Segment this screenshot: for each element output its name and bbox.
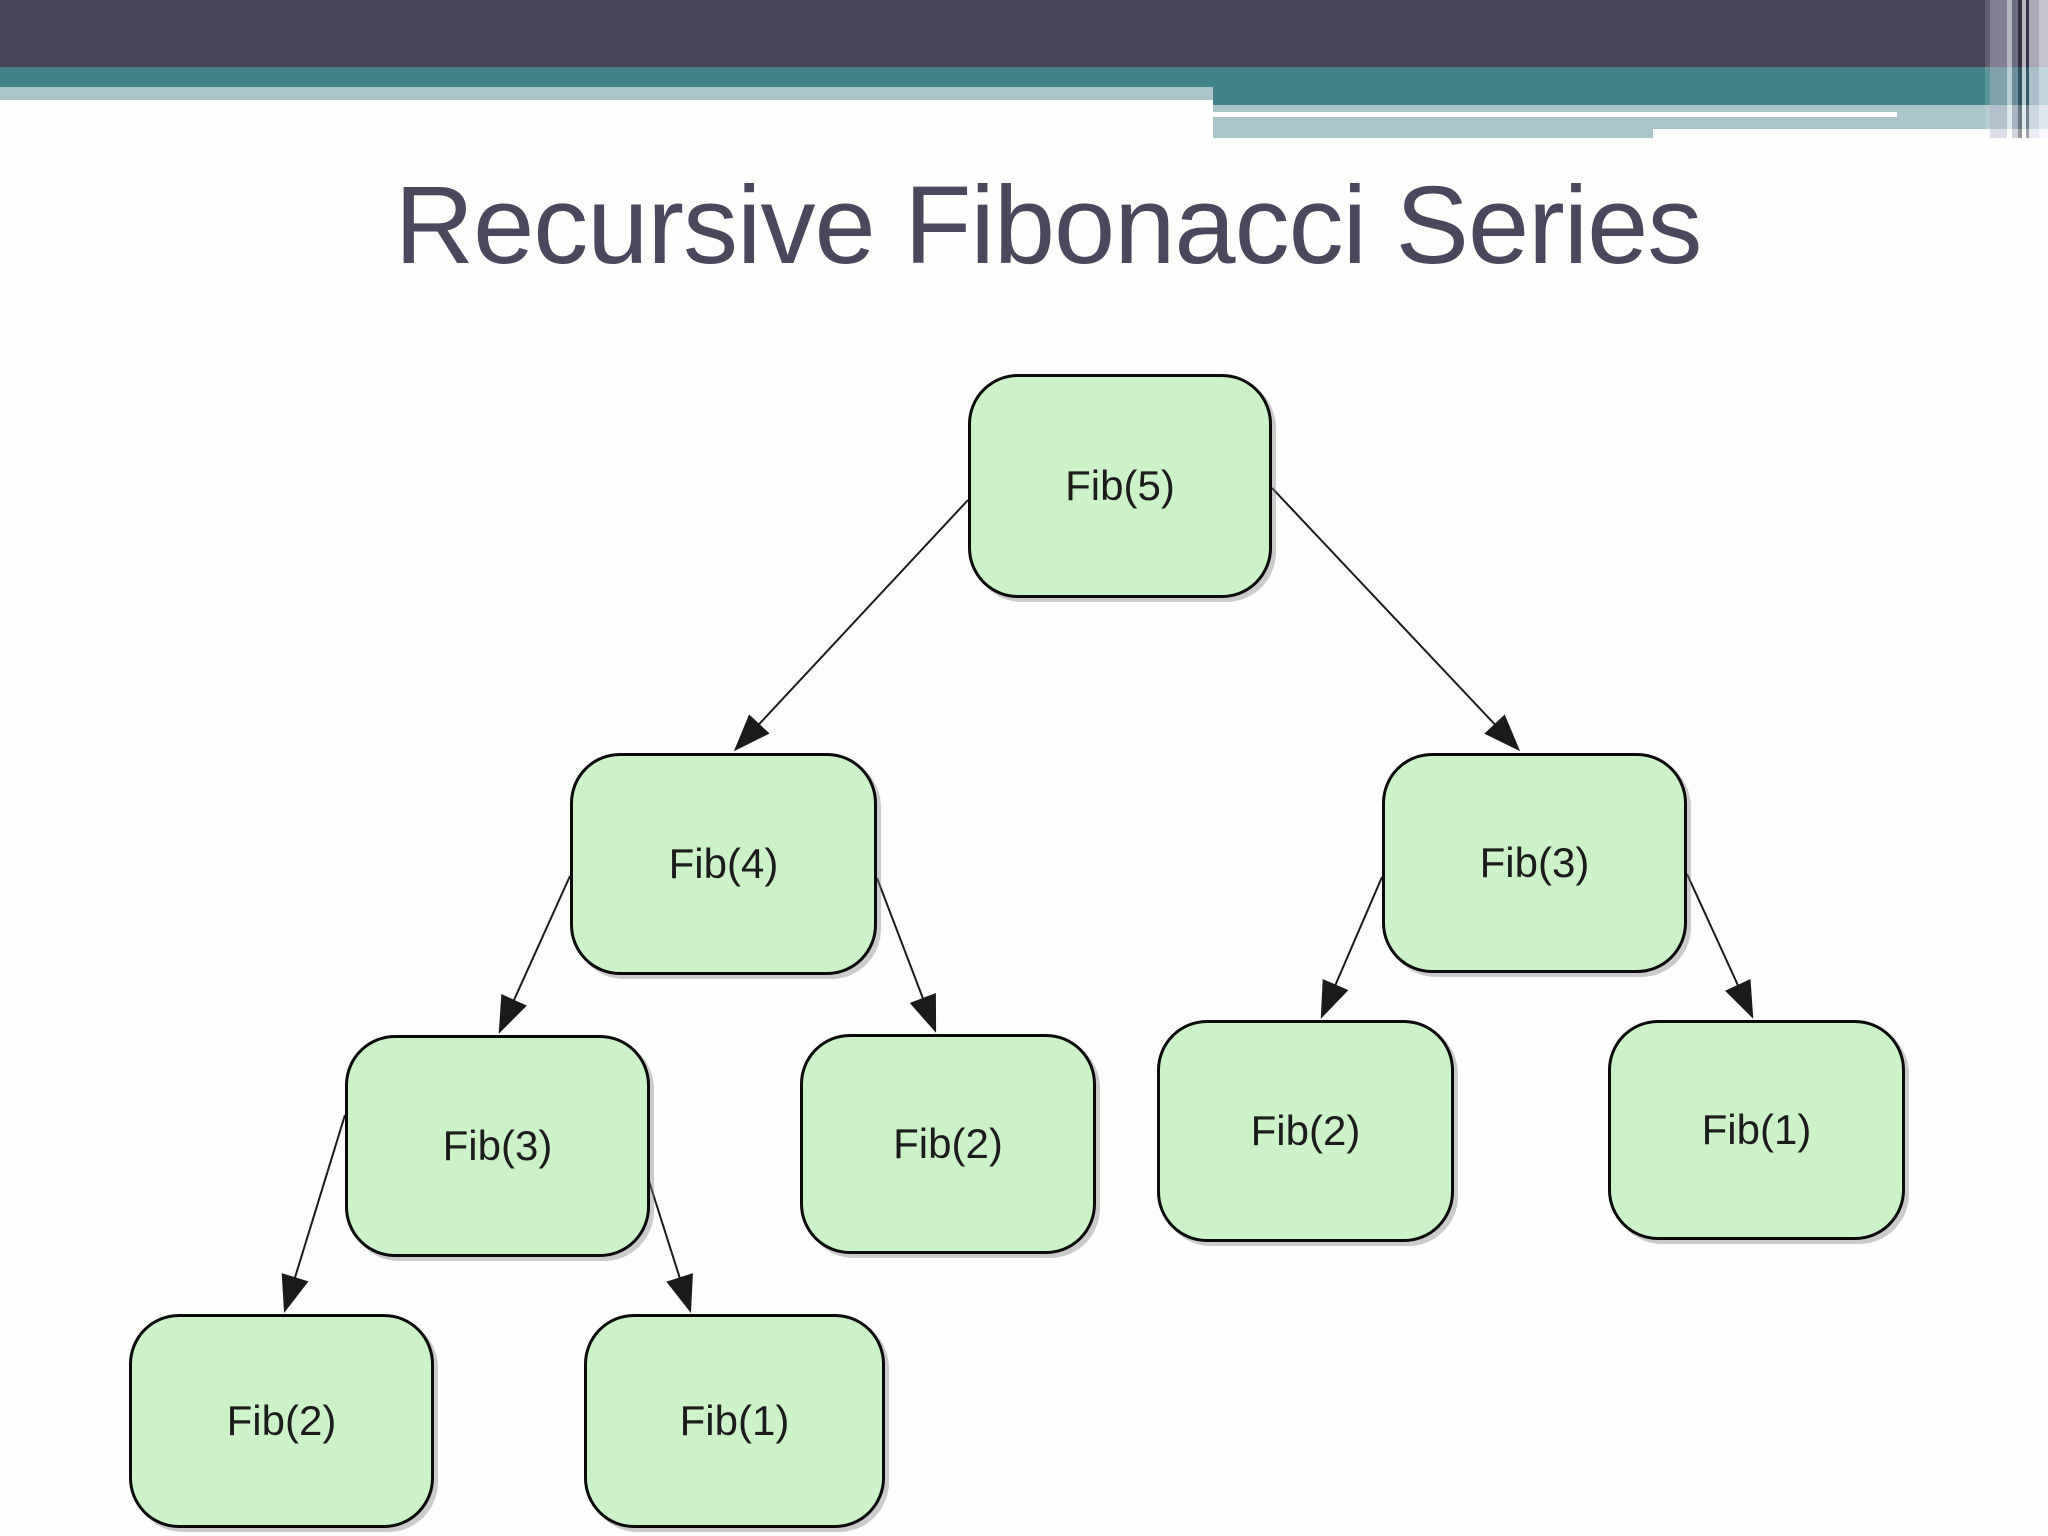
tree-edge-fib3-left-to-fib2-bottom bbox=[281, 1114, 346, 1313]
header-white-accent bbox=[1213, 112, 1897, 117]
corner-stripe bbox=[2026, 0, 2029, 138]
header-bar-light-step bbox=[1213, 129, 1653, 138]
corner-stripe bbox=[2018, 0, 2022, 138]
header-corner-stripes bbox=[1985, 0, 2048, 138]
corner-stripe bbox=[2029, 0, 2039, 138]
tree-edge-fib3-left-to-fib1-bottom bbox=[647, 1177, 693, 1313]
header-bar-light-right bbox=[1213, 105, 2048, 129]
tree-node-fib2-right: Fib(2) bbox=[1157, 1020, 1454, 1242]
slide-title: Recursive Fibonacci Series bbox=[394, 164, 1703, 287]
tree-edge-fib5-to-fib4 bbox=[733, 499, 969, 752]
tree-node-fib3-right: Fib(3) bbox=[1382, 753, 1687, 973]
tree-node-fib2-mid: Fib(2) bbox=[800, 1034, 1096, 1254]
tree-node-fib2-bottom: Fib(2) bbox=[129, 1314, 434, 1528]
tree-node-fib5: Fib(5) bbox=[968, 374, 1272, 598]
corner-stripe bbox=[1985, 0, 1990, 138]
tree-edge-fib3-right-to-fib2-right bbox=[1320, 876, 1383, 1019]
tree-node-fib1-bottom: Fib(1) bbox=[584, 1314, 885, 1528]
tree-edge-fib4-to-fib3-left bbox=[498, 875, 571, 1034]
corner-stripe bbox=[1990, 0, 2007, 138]
tree-node-fib1-right: Fib(1) bbox=[1608, 1020, 1905, 1240]
tree-node-fib3-left: Fib(3) bbox=[345, 1035, 650, 1257]
header-bar-dark bbox=[0, 0, 2048, 67]
corner-stripe bbox=[2039, 0, 2048, 138]
header-bar-teal-right bbox=[1213, 67, 2048, 105]
corner-stripe bbox=[2007, 0, 2012, 138]
corner-stripe bbox=[2022, 0, 2026, 138]
tree-edge-fib5-to-fib3-right bbox=[1271, 487, 1521, 752]
tree-edge-fib3-right-to-fib1-right bbox=[1686, 873, 1754, 1019]
header-bar-light bbox=[0, 87, 1213, 100]
tree-node-fib4: Fib(4) bbox=[570, 753, 877, 975]
header-bar-teal bbox=[0, 67, 1213, 87]
corner-stripe bbox=[2012, 0, 2018, 138]
tree-edge-fib4-to-fib2-mid bbox=[876, 877, 937, 1033]
